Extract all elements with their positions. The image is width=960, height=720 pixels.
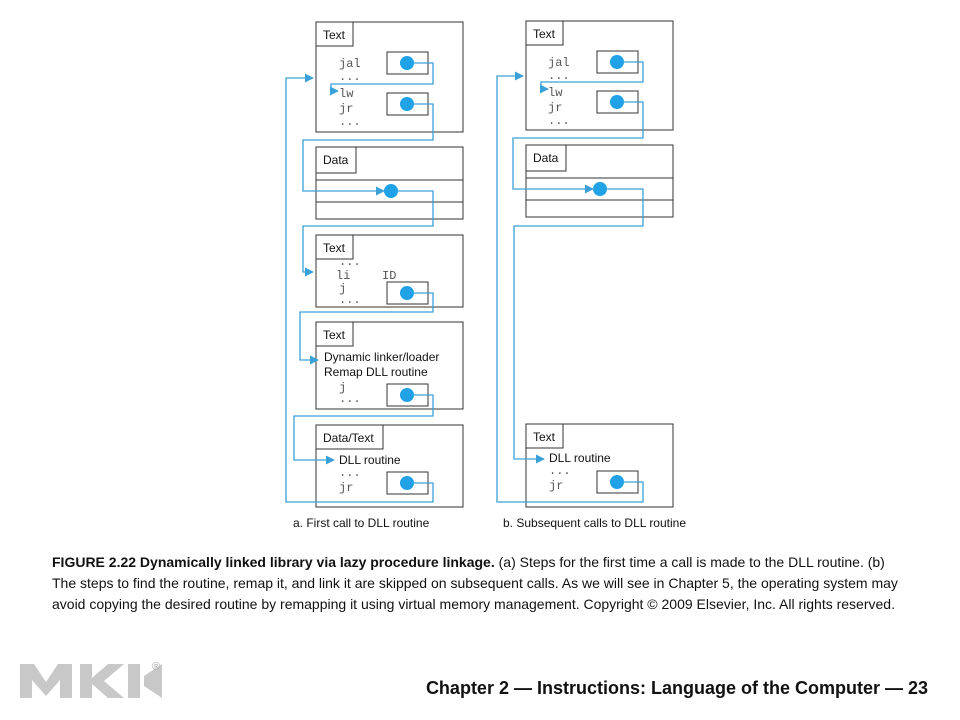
a-datatext-line-1: ... <box>339 466 361 480</box>
caption-lead: FIGURE 2.22 Dynamically linked library v… <box>52 554 495 570</box>
b-subtitle: b. Subsequent calls to DLL routine <box>503 516 686 530</box>
a-arrow-data-to-stub <box>302 190 434 277</box>
dll-linkage-diagram: Text jal ... lw jr ... Data Text ... <box>285 20 686 530</box>
a-datatext-block: Data/Text DLL routine ... jr <box>315 424 464 508</box>
a-text1-line-2: lw <box>339 87 354 101</box>
b-text1-line-3: jr <box>548 101 562 115</box>
a-arrow-linker-to-dll <box>293 394 434 465</box>
a-arrow-dll-return <box>285 73 434 503</box>
panel-a: Text jal ... lw jr ... Data Text ... <box>285 21 464 530</box>
b-text2-label: Text <box>533 430 556 444</box>
a-text3-line-2: j <box>339 381 346 395</box>
a-text-block-3: Text Dynamic linker/loader Remap DLL rou… <box>315 321 464 410</box>
b-text1-line-2: lw <box>548 86 563 100</box>
a-subtitle: a. First call to DLL routine <box>293 516 430 530</box>
a-text3-line-0: Dynamic linker/loader <box>324 350 439 364</box>
a-text-block-1: Text jal ... lw jr ... <box>315 21 464 133</box>
a-text2-line-0: ... <box>339 255 361 269</box>
b-text2-line-1: ... <box>549 464 571 478</box>
figure-caption: FIGURE 2.22 Dynamically linked library v… <box>52 552 902 615</box>
a-arrow-jal-return <box>329 62 434 96</box>
a-text1-label: Text <box>323 28 346 42</box>
b-data-pointer-dot <box>593 182 607 196</box>
b-arrow-data-to-dll <box>513 188 644 464</box>
b-text2-line-2: jr <box>549 479 563 493</box>
b-data-label: Data <box>533 151 559 165</box>
a-text1-line-0: jal <box>339 57 361 71</box>
a-jr-pointer-dot <box>400 476 414 490</box>
b-jr-pointer-dot <box>610 475 624 489</box>
logo-registered-mark: ® <box>152 661 160 673</box>
a-text2-line-4: ... <box>339 293 361 307</box>
b-text1-line-1: ... <box>548 69 570 83</box>
a-text3-label: Text <box>323 328 346 342</box>
mk-logo: ® <box>20 661 162 698</box>
a-text1-line-1: ... <box>339 70 361 84</box>
a-text2-line-3: j <box>339 282 346 296</box>
a-arrow-lw-to-data <box>302 103 434 196</box>
a-link-arrows <box>285 62 434 503</box>
a-arrow-stub-to-linker <box>299 292 434 365</box>
a-datatext-line-2: jr <box>339 481 353 495</box>
b-text1-line-0: jal <box>548 56 570 70</box>
a-text2-label: Text <box>323 241 346 255</box>
a-data-pointer-dot <box>384 184 398 198</box>
a-data-label: Data <box>323 153 349 167</box>
a-data-block: Data <box>315 146 464 220</box>
a-datatext-label: Data/Text <box>323 431 374 445</box>
a-text3-line-3: ... <box>339 392 361 406</box>
caption-body: (a) Steps for the first time a call is m… <box>52 554 898 612</box>
slide-footer: Chapter 2 — Instructions: Language of th… <box>425 678 928 698</box>
b-jal-pointer-dot <box>610 55 624 69</box>
a-lw-pointer-dot <box>400 97 414 111</box>
b-arrow-dll-return <box>496 71 644 503</box>
b-data-block: Data <box>525 144 674 218</box>
a-text1-line-3: jr <box>339 102 353 116</box>
a-remap-pointer-dot <box>400 388 414 402</box>
a-text-block-2: Text ... li ID j ... <box>315 234 464 308</box>
b-text-block-1: Text jal ... lw jr ... <box>525 20 674 131</box>
b-text1-label: Text <box>533 27 556 41</box>
a-jal-pointer-dot <box>400 56 414 70</box>
b-lw-pointer-dot <box>610 95 624 109</box>
a-datatext-line-0: DLL routine <box>339 453 401 467</box>
a-text1-line-4: ... <box>339 115 361 129</box>
a-text2-line-1: li <box>336 269 350 283</box>
b-link-arrows <box>496 61 644 503</box>
b-text-block-2: Text DLL routine ... jr <box>525 423 674 508</box>
b-text2-line-0: DLL routine <box>549 451 611 465</box>
b-text1-line-4: ... <box>548 114 570 128</box>
a-j-pointer-dot <box>400 286 414 300</box>
b-arrow-jal-return <box>539 61 644 94</box>
panel-b: Text jal ... lw jr ... Data Text DLL rou… <box>496 20 686 530</box>
a-text3-line-1: Remap DLL routine <box>324 365 428 379</box>
a-text2-line-2: ID <box>382 269 396 283</box>
b-arrow-lw-to-data <box>512 101 644 194</box>
